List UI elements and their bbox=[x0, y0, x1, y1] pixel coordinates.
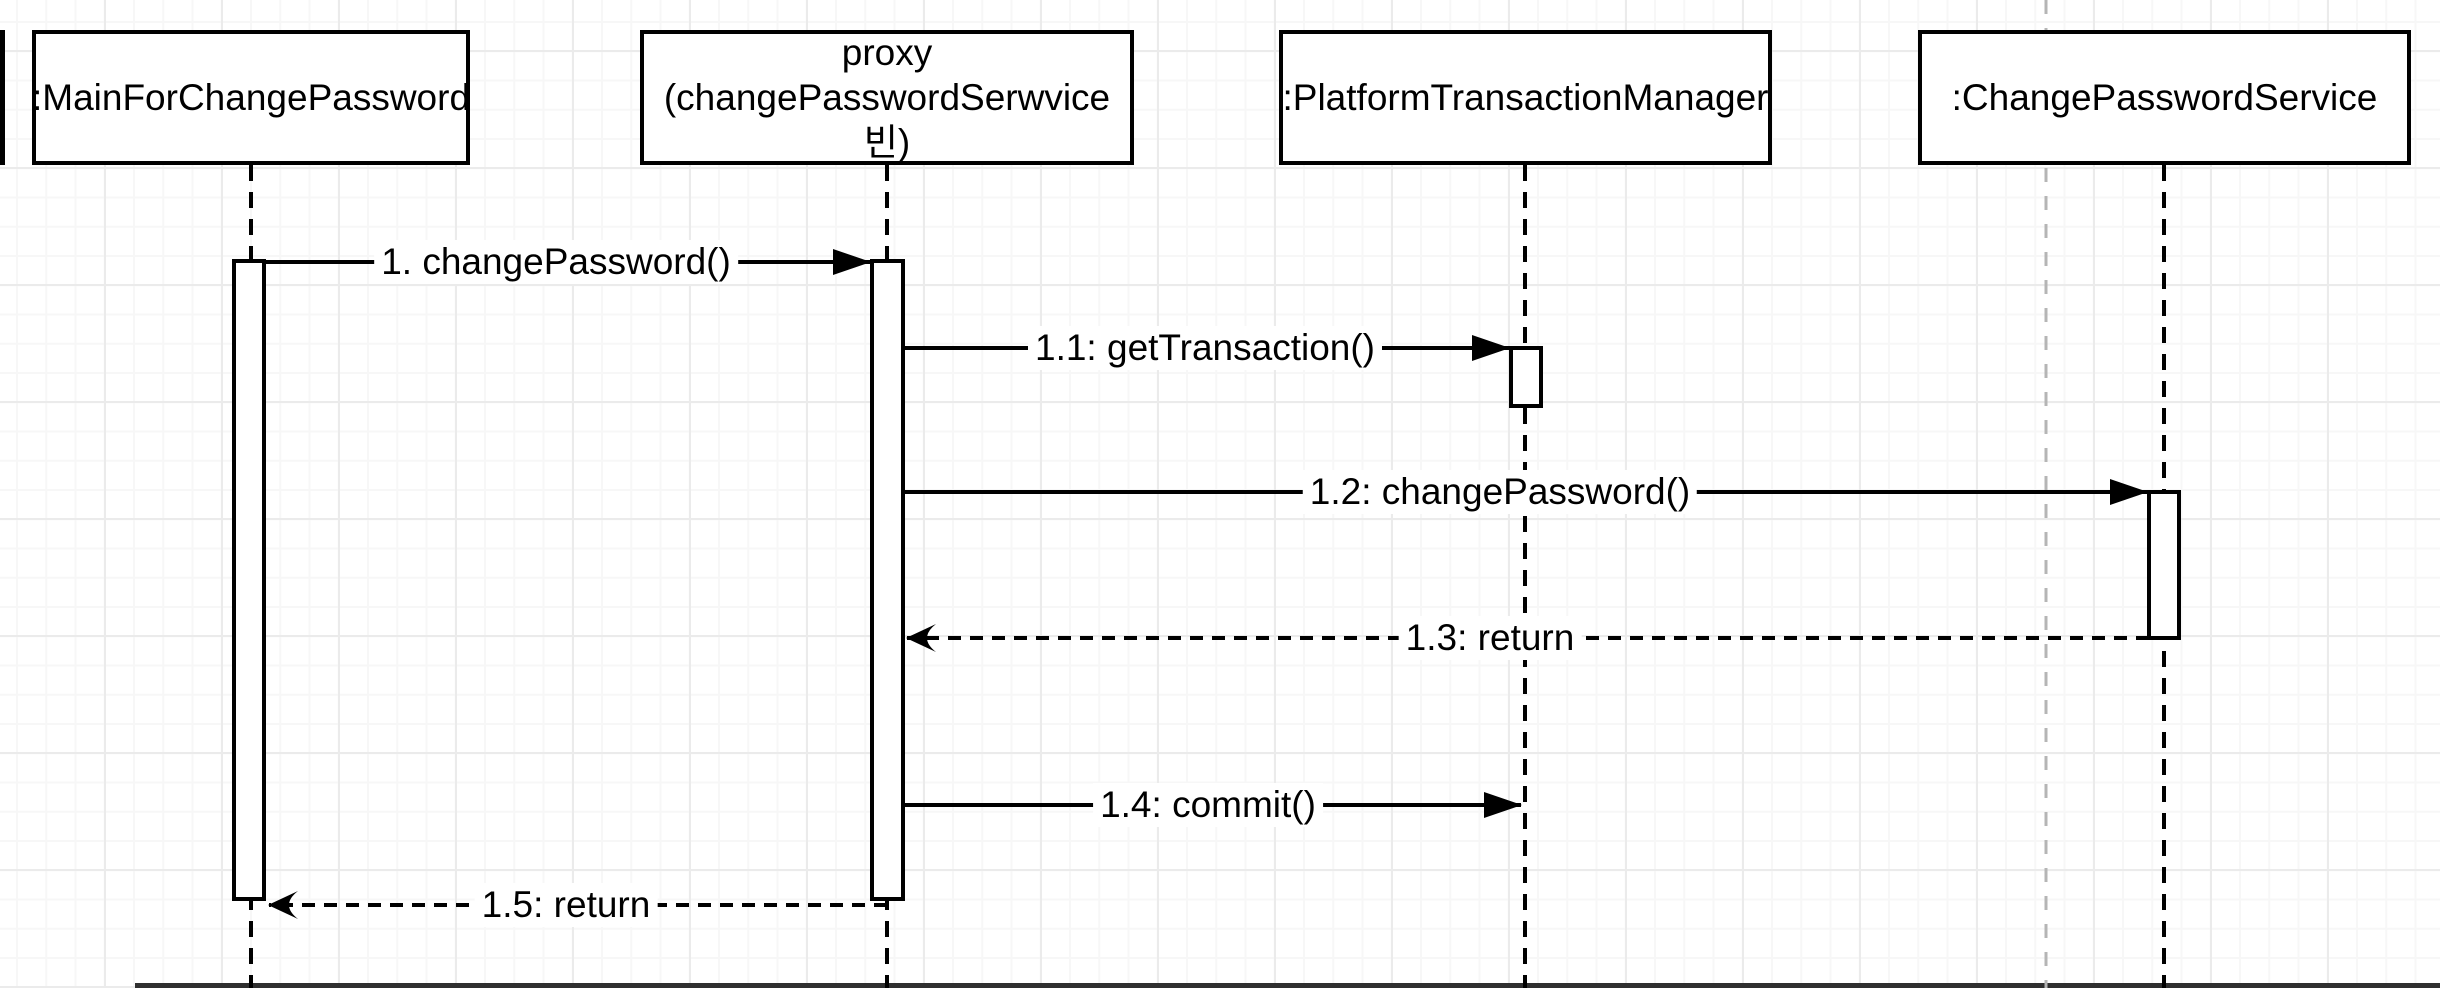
window-bottom-edge bbox=[135, 983, 2440, 988]
message-label-1-4[interactable]: 1.4: commit() bbox=[1093, 783, 1323, 827]
message-label-1[interactable]: 1. changePassword() bbox=[374, 240, 738, 284]
message-label-1-5[interactable]: 1.5: return bbox=[474, 883, 658, 927]
actor-box-change-password-service[interactable]: :ChangePasswordService bbox=[1918, 30, 2411, 165]
message-label-1-3[interactable]: 1.3: return bbox=[1398, 616, 1582, 660]
actor-box-main[interactable]: :MainForChangePassword bbox=[32, 30, 470, 165]
actor-box-proxy[interactable]: proxy (changePasswordSerwvice 빈) bbox=[640, 30, 1134, 165]
clipped-actor-box-edge bbox=[0, 30, 5, 165]
actor-box-transaction-manager[interactable]: :PlatformTransactionManager bbox=[1279, 30, 1772, 165]
message-label-1-1[interactable]: 1.1: getTransaction() bbox=[1027, 326, 1383, 370]
activation-main[interactable] bbox=[232, 259, 266, 901]
activation-transaction-manager[interactable] bbox=[1509, 346, 1543, 408]
message-label-1-2[interactable]: 1.2: changePassword() bbox=[1302, 470, 1698, 514]
activation-change-password-service[interactable] bbox=[2147, 490, 2181, 640]
activation-proxy[interactable] bbox=[870, 259, 905, 901]
